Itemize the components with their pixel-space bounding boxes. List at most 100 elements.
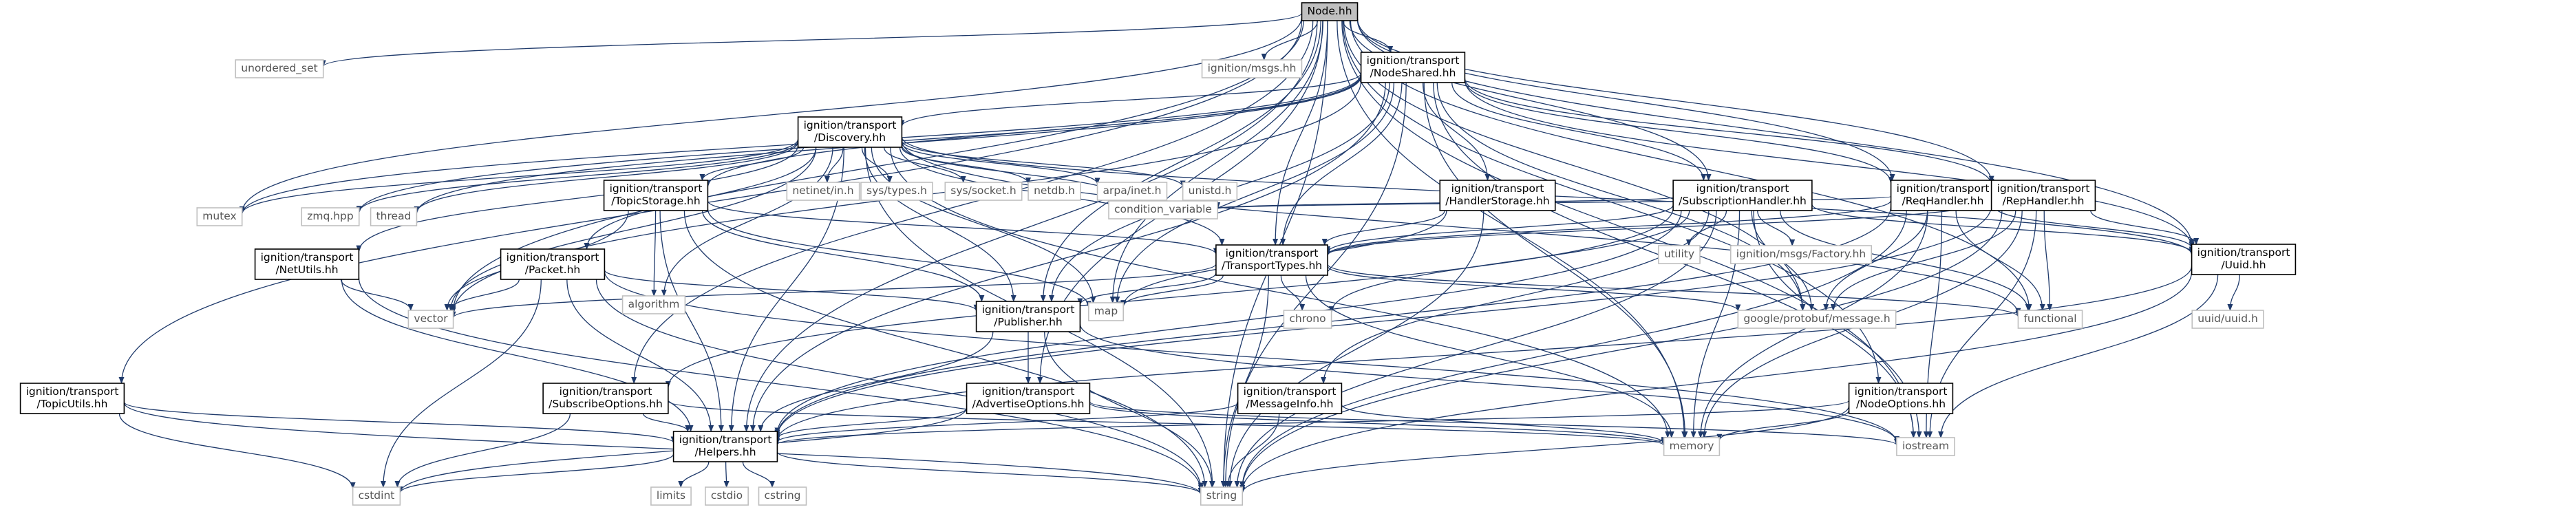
edge-nodeshared-to-map	[1114, 82, 1395, 303]
node-unistd: unistd.h	[1182, 182, 1238, 201]
node-functional: functional	[2017, 310, 2083, 329]
edge-node-to-transporttypes	[1273, 20, 1328, 246]
edge-messageinfo-to-string	[1225, 413, 1280, 488]
node-node[interactable]: Node.hh	[1301, 2, 1359, 21]
node-box	[1182, 182, 1238, 201]
node-label: /Uuid.hh	[2221, 259, 2266, 271]
edge-discovery-to-arpainet	[901, 142, 1100, 185]
edge-messageinfo-to-helpers	[774, 402, 1239, 443]
node-label: /Helpers.hh	[694, 446, 756, 458]
node-label: netinet/in.h	[792, 184, 853, 197]
node-label: uuid/uuid.h	[2197, 312, 2258, 325]
node-box	[235, 59, 324, 78]
node-label: ignition/transport	[610, 182, 703, 195]
node-packet[interactable]: ignition/transport/Packet.hh	[500, 248, 606, 280]
node-label: thread	[376, 210, 412, 222]
node-nodeoptions[interactable]: ignition/transport/NodeOptions.hh	[1848, 383, 1954, 414]
edge-discovery-to-memory	[890, 147, 1671, 438]
node-systypes: sys/types.h	[860, 182, 933, 201]
node-box	[542, 383, 669, 414]
edge-node-to-publisher	[1040, 20, 1321, 302]
edge-rephandler-to-helpers	[774, 205, 1992, 438]
node-transporttypes[interactable]: ignition/transport/TransportTypes.hh	[1215, 244, 1328, 276]
edge-topicstorage-to-string	[683, 210, 1208, 488]
edge-topicstorage-to-helpers	[659, 210, 724, 432]
edge-discovery-to-zmq	[356, 140, 799, 213]
node-messageinfo[interactable]: ignition/transport/MessageInfo.hh	[1237, 383, 1343, 414]
node-vector: vector	[407, 310, 454, 329]
node-box	[1360, 52, 1466, 83]
node-label: ignition/transport	[507, 251, 599, 264]
node-label: ignition/transport	[261, 251, 354, 264]
node-uuidh: uuid/uuid.h	[2191, 310, 2264, 329]
edge-node-to-topicutils	[118, 20, 1303, 384]
node-subscriptionhandler[interactable]: ignition/transport/SubscriptionHandler.h…	[1672, 180, 1813, 211]
edge-discovery-to-netutils	[356, 144, 799, 253]
node-label: functional	[2023, 312, 2076, 325]
node-label: vector	[414, 312, 448, 325]
node-netutils[interactable]: ignition/transport/NetUtils.hh	[254, 248, 360, 280]
edge-subscriptionhandler-to-helpers	[774, 210, 1682, 435]
edge-subscriptionhandler-to-utility	[1685, 210, 1727, 246]
node-box	[1737, 310, 1897, 329]
edge-nodeshared-to-subscriptionhandler	[1451, 82, 1707, 181]
node-label: netdb.h	[1034, 184, 1075, 197]
dependency-nodes: Node.hh ignition/transport/NodeShared.hh u…	[19, 2, 2297, 506]
edge-helpers-to-cstring	[742, 461, 775, 488]
node-label: ignition/transport	[1451, 182, 1544, 195]
node-box	[672, 431, 778, 462]
node-uuid[interactable]: ignition/transport/Uuid.hh	[2191, 244, 2297, 275]
node-rephandler[interactable]: ignition/transport/RepHandler.hh	[1990, 180, 2096, 211]
edge-node-to-reqhandler	[1356, 20, 1895, 181]
node-box	[196, 207, 243, 226]
node-label: /Publisher.hh	[994, 316, 1063, 328]
node-helpers[interactable]: ignition/transport/Helpers.hh	[672, 431, 778, 462]
edge-transporttypes-to-chrono	[1280, 275, 1306, 311]
edge-messageinfo-to-memory	[1341, 404, 1667, 445]
node-subscribeoptions[interactable]: ignition/transport/SubscribeOptions.hh	[542, 383, 669, 414]
node-advertiseoptions[interactable]: ignition/transport/AdvertiseOptions.hh	[966, 383, 1091, 414]
node-zmq: zmq.hpp	[301, 207, 360, 226]
edge-node-to-rephandler	[1356, 19, 1994, 183]
edge-nodeshared-to-transporttypes	[1280, 82, 1403, 246]
node-syssocket: sys/socket.h	[944, 182, 1023, 201]
node-reqhandler[interactable]: ignition/transport/ReqHandler.hh	[1890, 180, 1996, 211]
node-label: ignition/transport	[1897, 182, 1990, 195]
node-topicutils[interactable]: ignition/transport/TopicUtils.hh	[19, 383, 125, 414]
node-cstdio: cstdio	[705, 486, 749, 506]
node-discovery[interactable]: ignition/transport/Discovery.hh	[797, 116, 903, 148]
edge-packet-to-vector	[447, 279, 520, 311]
edge-rephandler-to-string	[1239, 210, 2003, 489]
node-box	[1990, 180, 2096, 211]
edge-node-to-helpers	[743, 20, 1318, 432]
node-box	[650, 486, 692, 506]
node-topicstorage[interactable]: ignition/transport/TopicStorage.hh	[603, 180, 709, 211]
node-box	[1028, 182, 1081, 201]
node-nodeshared[interactable]: ignition/transport/NodeShared.hh	[1360, 52, 1466, 83]
edge-discovery-to-functional	[901, 140, 2021, 315]
edge-subscriptionhandler-to-transporttypes	[1325, 204, 1674, 253]
node-label: utility	[1664, 248, 1694, 260]
node-label: /SubscriptionHandler.hh	[1679, 195, 1807, 207]
node-label: /NetUtils.hh	[275, 264, 338, 276]
node-publisher[interactable]: ignition/transport/Publisher.hh	[975, 301, 1081, 332]
node-box	[1215, 244, 1328, 276]
edge-advertiseoptions-to-helpers	[774, 407, 968, 440]
edge-transporttypes-to-protobuf	[1327, 266, 1741, 312]
node-label: chrono	[1289, 312, 1326, 325]
edge-discovery-to-topicstorage	[699, 147, 805, 181]
node-label: /RepHandler.hh	[2003, 195, 2085, 207]
edge-nodeoptions-to-string	[1239, 405, 1850, 494]
node-box	[944, 182, 1023, 201]
node-box	[370, 207, 418, 226]
edge-topicstorage-to-publisher	[701, 210, 985, 302]
node-label: ignition/transport	[26, 385, 119, 398]
node-label: ignition/msgs.hh	[1208, 62, 1297, 74]
node-netinet: netinet/in.h	[786, 182, 860, 201]
edge-subscriptionhandler-to-functional	[1779, 210, 2031, 311]
node-handlerstorage[interactable]: ignition/transport/HandlerStorage.hh	[1439, 180, 1556, 211]
edge-discovery-to-map	[871, 147, 1096, 303]
node-box	[1237, 383, 1343, 414]
edge-discovery-to-netdb	[901, 147, 1031, 185]
edge-transporttypes-to-memory	[1305, 275, 1674, 438]
